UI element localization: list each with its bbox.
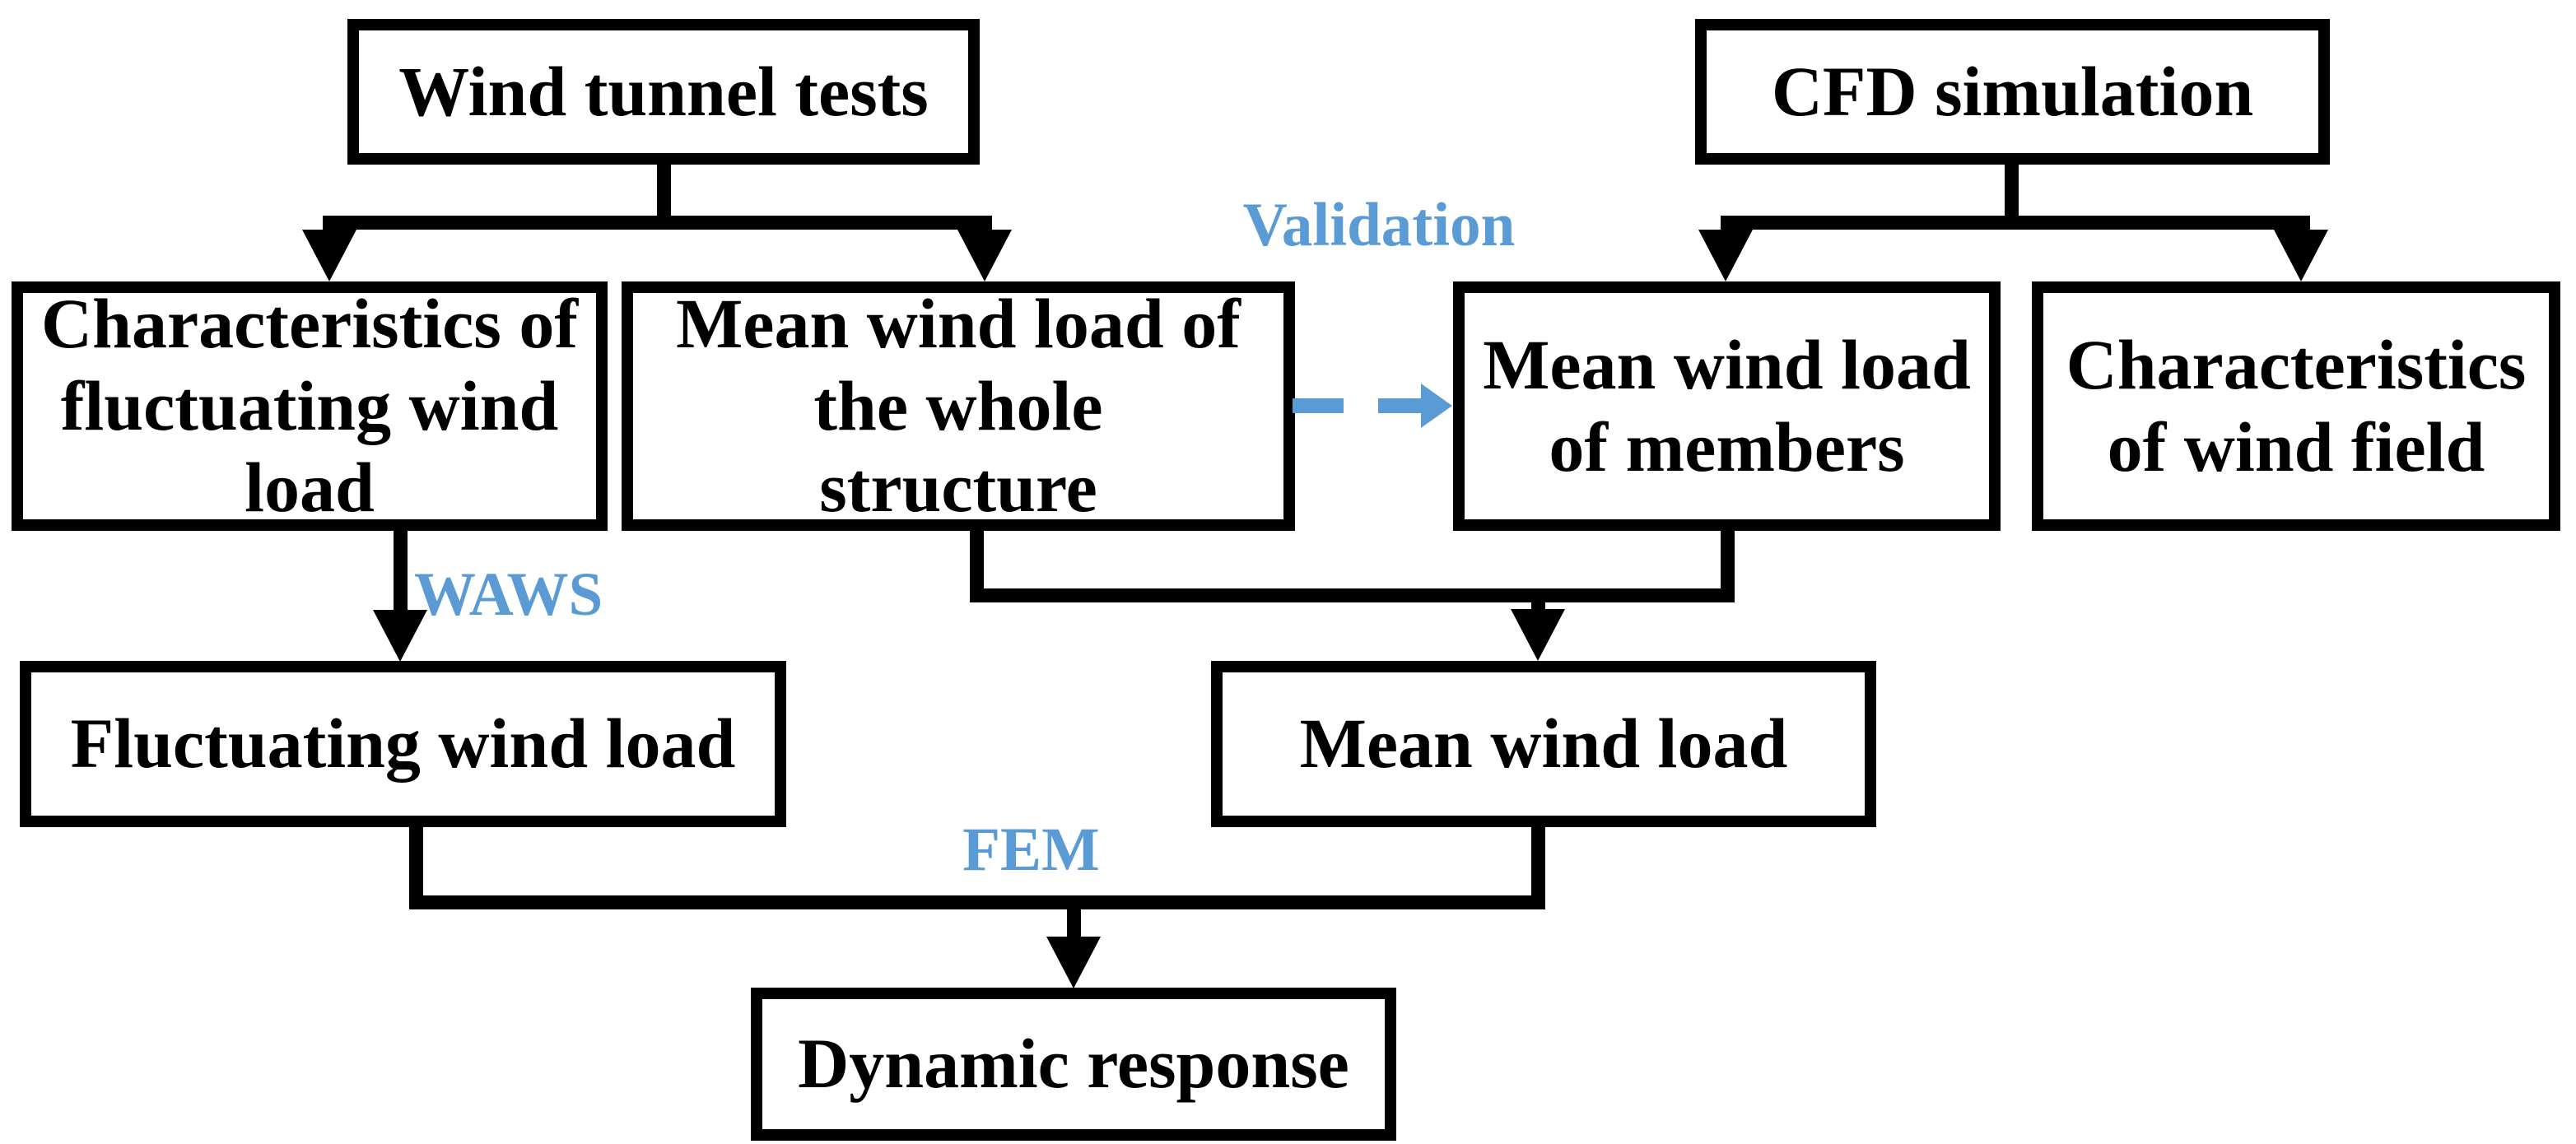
- arrow-down-icon: [1046, 937, 1101, 988]
- box-fluctuating-wind-load: Fluctuating wind load: [20, 661, 786, 827]
- box-characteristics-fluctuating-wind-load: Characteristics of fluctuating wind load: [12, 281, 608, 531]
- connector-cfd-split-bar: [1721, 216, 2310, 230]
- box-mean-wind-load-of-members: Mean wind load of members: [1453, 281, 2001, 531]
- box-mean-wind-load: Mean wind load: [1211, 661, 1876, 827]
- connector-merge-bar-top: [970, 588, 1735, 602]
- connector-meanwind-down-stem: [1531, 825, 1545, 904]
- connector-windtunnel-stem: [657, 163, 671, 222]
- arrow-down-icon: [302, 230, 356, 281]
- arrow-down-icon: [373, 610, 427, 662]
- fem-label: FEM: [962, 816, 1100, 884]
- connector-merge-bar-bottom: [409, 895, 1545, 909]
- connector-waws-stem: [394, 529, 408, 616]
- box-mean-wind-load-whole-structure: Mean wind load of the whole structure: [622, 281, 1295, 531]
- validation-label: Validation: [1242, 191, 1516, 259]
- box-cfd-simulation: CFD simulation: [1695, 19, 2330, 165]
- box-dynamic-response: Dynamic response: [751, 988, 1396, 1141]
- waws-label: WAWS: [414, 560, 603, 629]
- arrow-down-icon: [1698, 230, 1753, 281]
- validation-dash: [1378, 398, 1424, 413]
- connector-fluctuating-stem: [409, 825, 423, 904]
- connector-cfd-stem: [2005, 163, 2019, 222]
- arrow-down-icon: [1511, 609, 1565, 661]
- box-wind-tunnel-tests: Wind tunnel tests: [347, 19, 980, 165]
- arrow-right-icon: [1421, 384, 1452, 428]
- connector-whole-structure-stem: [970, 529, 984, 597]
- connector-windtunnel-split-bar: [323, 216, 992, 230]
- arrow-down-icon: [957, 230, 1012, 281]
- box-characteristics-of-wind-field: Characteristics of wind field: [2032, 281, 2560, 531]
- arrow-down-icon: [2274, 230, 2328, 281]
- connector-members-stem: [1721, 529, 1735, 597]
- validation-dash: [1293, 398, 1344, 413]
